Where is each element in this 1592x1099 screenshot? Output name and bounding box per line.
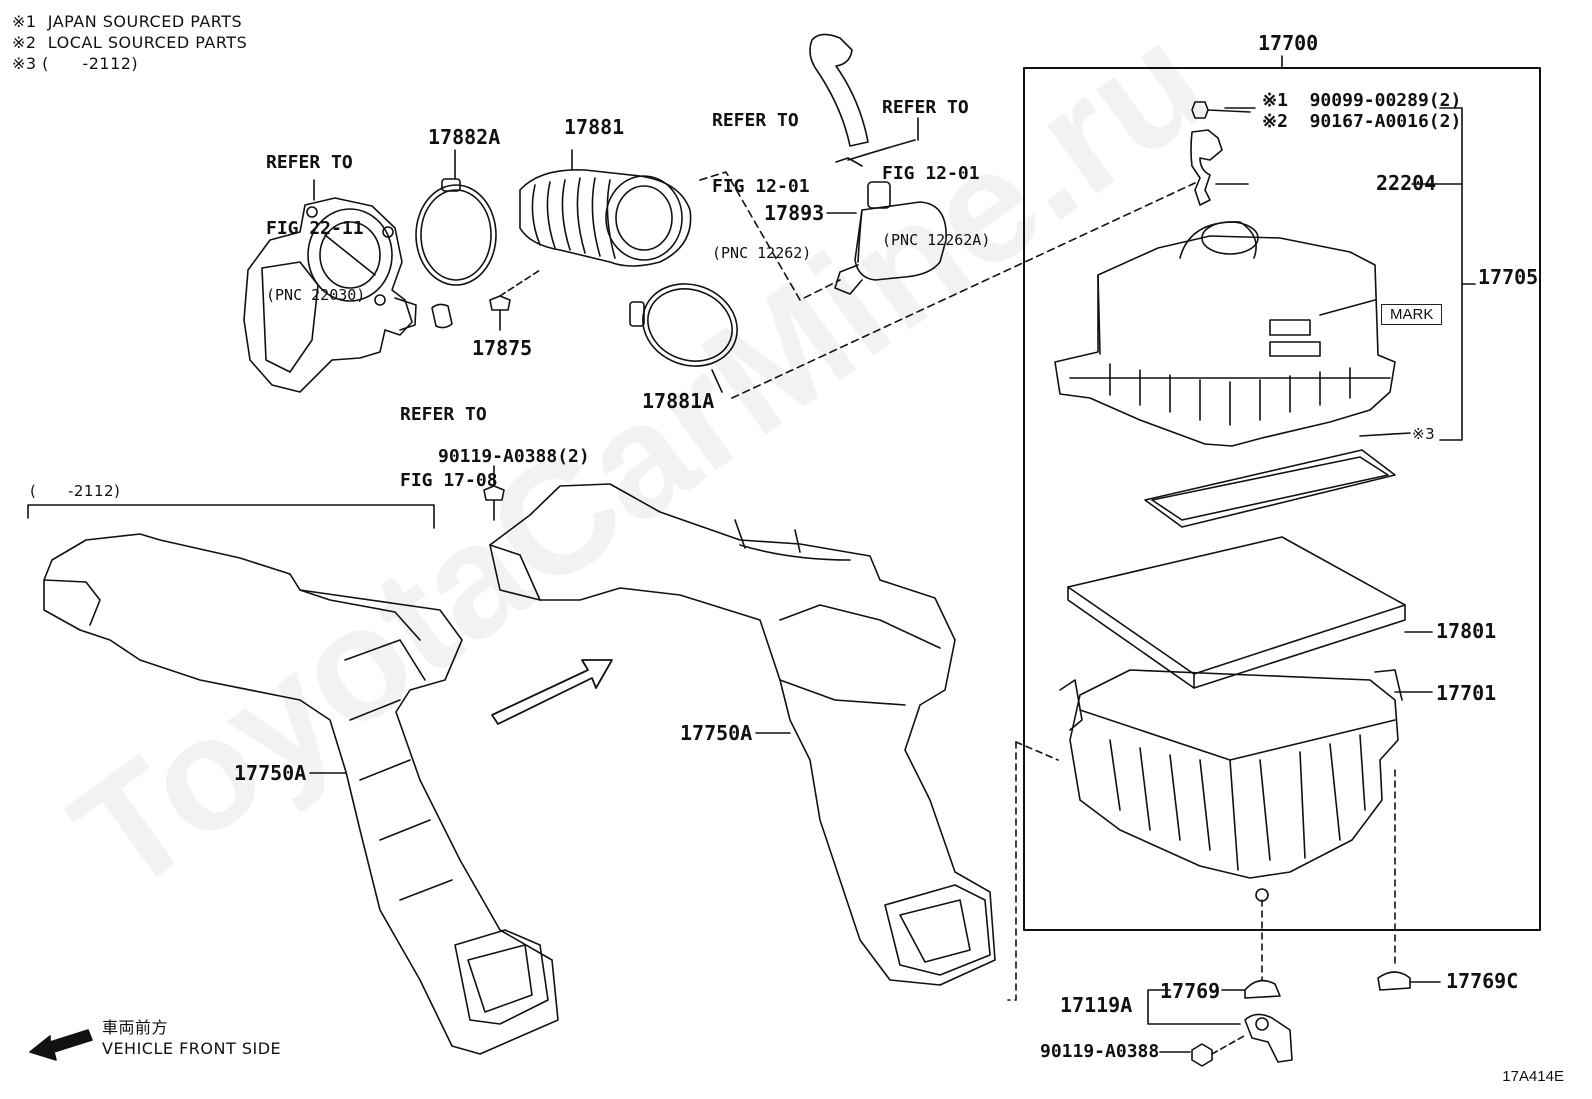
note3-mark: ※3	[1412, 425, 1436, 443]
ref-hose-left: REFER TO FIG 12-01 (PNC 12262)	[712, 66, 811, 308]
range-label: ( -2112)	[30, 482, 121, 500]
ref-throttle: REFER TO FIG 22-11 (PNC 22030)	[266, 108, 365, 350]
part-17801[interactable]: 17801	[1436, 619, 1497, 643]
ref-hose-left-line1: REFER TO	[712, 110, 799, 131]
part-17769[interactable]: 17769	[1160, 979, 1221, 1003]
screw-17875-drawing	[489, 269, 541, 331]
grommet-17769-drawing	[1221, 979, 1281, 999]
diagram-code: 17A414E	[1502, 1068, 1564, 1085]
throttle-body-drawing	[243, 179, 417, 393]
gasket-drawing	[1144, 432, 1411, 528]
clamp-17882a-drawing	[415, 149, 497, 286]
part-17882a[interactable]: 17882A	[428, 125, 501, 149]
part-17769c[interactable]: 17769C	[1446, 969, 1519, 993]
grommet-17769c-drawing	[1377, 971, 1441, 991]
front-label-jp: 車両前方	[102, 1018, 169, 1037]
note-japan-sourced: ※1 JAPAN SOURCED PARTS	[12, 12, 243, 31]
intake-duct-left-drawing	[27, 504, 559, 1055]
bolt-90119-drawing	[483, 465, 505, 521]
note-range: ※3 ( -2112)	[12, 54, 139, 73]
clamp-17881a-drawing	[629, 283, 738, 393]
ref-throttle-line2: FIG 22-11	[266, 218, 364, 239]
intake-hose-17881-drawing	[519, 149, 692, 267]
part-17875[interactable]: 17875	[472, 336, 533, 360]
front-label-en: VEHICLE FRONT SIDE	[102, 1039, 282, 1058]
air-cleaner-cap-17705-drawing	[1054, 221, 1396, 447]
fastener-line-2[interactable]: ※2 90167-A0016(2)	[1262, 111, 1462, 132]
ref-fig-17-08: REFER TO FIG 17-08	[400, 360, 498, 536]
resonator-17893-drawing	[826, 181, 947, 295]
intake-duct-mid-drawing	[489, 483, 996, 986]
ref-hose-right-line1: REFER TO	[882, 97, 969, 118]
bracket-17705	[1439, 107, 1463, 441]
hose-stub-drawing	[431, 303, 453, 329]
ref-fig1708-line1: REFER TO	[400, 404, 487, 425]
ref-fig1708-line2: FIG 17-08	[400, 470, 498, 491]
ref-hose-right-line3: (PNC 12262A)	[882, 231, 991, 249]
part-17701[interactable]: 17701	[1436, 681, 1497, 705]
part-17881[interactable]: 17881	[564, 115, 625, 139]
part-17750a-mid[interactable]: 17750A	[680, 721, 753, 745]
part-17750a-left[interactable]: 17750A	[234, 761, 307, 785]
ref-throttle-line3: (PNC 22030)	[266, 286, 366, 304]
note-local-sourced: ※2 LOCAL SOURCED PARTS	[12, 33, 248, 52]
bolt-90099-drawing	[1191, 101, 1251, 119]
flow-arrow-drawing	[491, 659, 613, 725]
dashed-leader-2	[731, 182, 1196, 399]
ref-hose-left-line2: FIG 12-01	[712, 176, 810, 197]
part-17881a[interactable]: 17881A	[642, 389, 715, 413]
part-17700[interactable]: 17700	[1258, 31, 1319, 55]
part-bolt-90119-a0388[interactable]: 90119-A0388	[1040, 1041, 1160, 1062]
ref-hose-right-line2: FIG 12-01	[882, 163, 980, 184]
ref-hose-left-line3: (PNC 12262)	[712, 244, 812, 262]
vehicle-front-arrow-icon	[29, 1029, 93, 1061]
part-17893[interactable]: 17893	[764, 201, 825, 225]
ref-hose-right: REFER TO FIG 12-01 (PNC 12262A)	[882, 53, 990, 295]
ref-throttle-line1: REFER TO	[266, 152, 353, 173]
breather-hose-drawing	[809, 33, 919, 167]
part-17705[interactable]: 17705	[1478, 265, 1539, 289]
air-cleaner-case-17701-drawing	[1007, 669, 1433, 1001]
fastener-line-1[interactable]: ※1 90099-00289(2)	[1262, 90, 1462, 111]
part-bolt-90119-a0388-2[interactable]: 90119-A0388(2)	[438, 446, 590, 467]
part-17119a[interactable]: 17119A	[1060, 993, 1133, 1017]
dashed-leader-1	[699, 171, 841, 301]
part-22204[interactable]: 22204	[1376, 171, 1437, 195]
clip-22204-drawing	[1190, 129, 1249, 206]
bracket-17119a-drawing	[1147, 989, 1293, 1067]
air-filter-element-drawing	[1067, 536, 1433, 689]
mark-label-box: MARK	[1381, 304, 1443, 325]
